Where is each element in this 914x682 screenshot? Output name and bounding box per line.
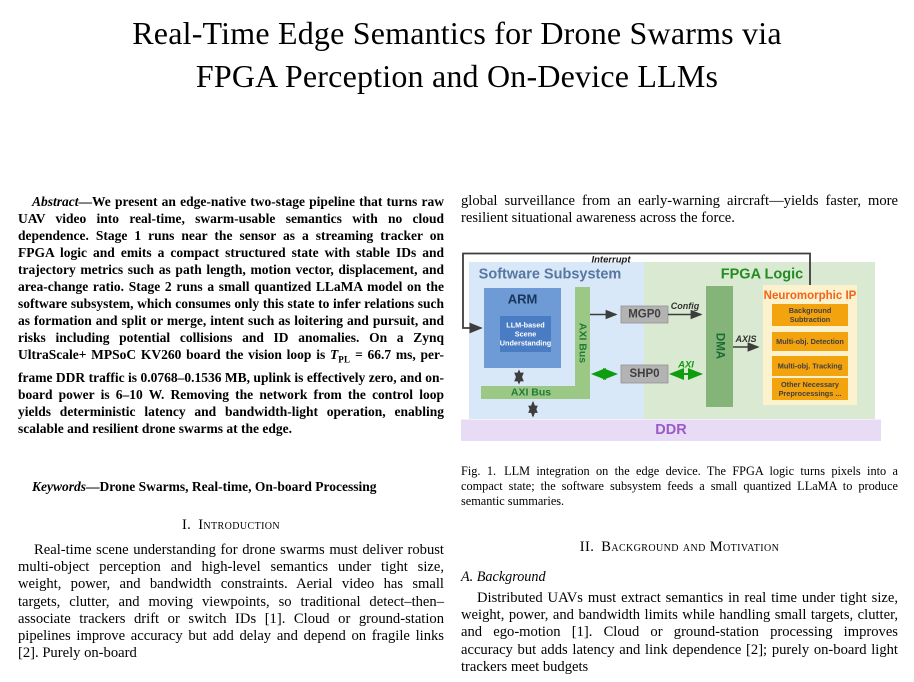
math-variable-T: T: [329, 347, 339, 362]
right-column: global surveillance from an early-warnin…: [461, 193, 898, 682]
keywords-dash: —: [86, 479, 100, 494]
multi-obj-tracking-block: [772, 356, 848, 376]
section-heading-background: II. Background and Motivation: [461, 539, 898, 556]
arm-label: ARM: [508, 292, 538, 307]
background-subtraction-block: [772, 304, 848, 326]
intro-heading-number: I.: [181, 517, 192, 533]
background-subtraction-line1: Background: [789, 306, 832, 315]
dma-block: [706, 286, 733, 407]
other-preprocessing-line2: Preprocessings ...: [779, 389, 842, 398]
llm-label-line3: Understanding: [500, 339, 552, 348]
background-heading-number: II.: [579, 539, 595, 555]
intro-heading-text: Introduction: [198, 517, 281, 533]
paper-title-line1: Real-Time Edge Semantics for Drone Swarm…: [132, 15, 782, 51]
abstract-label: Abstract: [32, 194, 79, 209]
keywords-block: Keywords—Drone Swarms, Real-time, On-boa…: [18, 478, 444, 495]
paper-title: Real-Time Edge Semantics for Drone Swarm…: [0, 12, 914, 98]
config-label: Config: [671, 301, 700, 311]
axi-bus-vertical-label: AXI Bus: [577, 323, 589, 363]
section-heading-introduction: I. Introduction: [18, 517, 444, 534]
intro-heading: I. Introduction: [18, 517, 444, 534]
background-heading: II. Background and Motivation: [461, 539, 898, 556]
interrupt-line: [462, 252, 811, 334]
shp0-block: [620, 364, 669, 384]
llm-label-line1: LLM-based: [506, 321, 545, 330]
other-preprocessing-block: [772, 378, 848, 400]
axi-bus-vertical-bar: [575, 287, 590, 399]
left-column: Abstract—We present an edge-native two-s…: [18, 193, 444, 682]
abstract-dash: —: [78, 194, 93, 209]
math-subscript-PL: PL: [338, 354, 351, 365]
axi-label: AXI: [677, 360, 694, 371]
llm-label-line2: Scene: [515, 330, 537, 339]
background-paragraph: Distributed UAVs must extract semantics …: [461, 590, 898, 675]
background-subtraction-line2: Subtraction: [790, 315, 831, 324]
axi-bus-horizontal-label: AXI Bus: [511, 387, 551, 399]
right-column-continuation: global surveillance from an early-warnin…: [461, 193, 898, 227]
keywords-label: Keywords: [32, 479, 86, 494]
llm-scene-block: [500, 316, 551, 352]
multi-obj-detection-block: [772, 332, 848, 351]
background-subheading: A. Background: [461, 569, 546, 585]
dma-label: DMA: [714, 333, 726, 359]
neuromorphic-ip-title: Neuromorphic IP: [764, 290, 857, 302]
ddr-bar: [461, 419, 881, 441]
background-heading-text: Background and Motivation: [601, 539, 780, 555]
axis-label: AXIS: [734, 334, 756, 344]
multi-obj-tracking-label: Multi-obj. Tracking: [778, 362, 842, 371]
abstract-block: Abstract—We present an edge-native two-s…: [18, 193, 444, 437]
introduction-paragraph: Real-time scene understanding for drone …: [18, 542, 444, 662]
fpga-logic-title: FPGA Logic: [721, 267, 803, 283]
caption-label: Fig. 1.: [461, 464, 497, 478]
axi-bus-horizontal-bar: [481, 386, 590, 399]
ddr-label: DDR: [655, 422, 687, 438]
multi-obj-detection-label: Multi-obj. Detection: [776, 337, 844, 346]
mgp0-label: MGP0: [628, 309, 661, 321]
caption-paragraph: Fig. 1.LLM integration on the edge devic…: [461, 464, 898, 508]
figure-1-caption: Fig. 1.LLM integration on the edge devic…: [461, 464, 898, 508]
background-body: Distributed UAVs must extract semantics …: [461, 590, 898, 676]
keywords-text: Drone Swarms, Real-time, On-board Proces…: [99, 479, 377, 494]
continuation-paragraph: global surveillance from an early-warnin…: [461, 193, 898, 227]
abstract-text-pre: We present an edge-native two-stage pipe…: [18, 194, 444, 362]
figure-1-diagram: Software Subsystem FPGA Logic Interrupt …: [461, 252, 881, 441]
shp0-label: SHP0: [629, 368, 659, 380]
caption-text: LLM integration on the edge device. The …: [461, 464, 898, 508]
introduction-body: Real-time scene understanding for drone …: [18, 542, 444, 662]
subsection-heading-background: A. Background: [461, 569, 898, 586]
software-subsystem-title: Software Subsystem: [479, 267, 622, 283]
interrupt-label: Interrupt: [591, 255, 631, 266]
other-preprocessing-line1: Other Necessary: [781, 380, 840, 389]
figure-1: Software Subsystem FPGA Logic Interrupt …: [461, 252, 898, 442]
abstract-text-post: = 66.7 ms, per-frame DDR traffic is 0.07…: [18, 347, 444, 436]
paper-title-line2: FPGA Perception and On-Device LLMs: [195, 58, 719, 94]
keywords-paragraph: Keywords—Drone Swarms, Real-time, On-boa…: [18, 478, 444, 495]
abstract-paragraph: Abstract—We present an edge-native two-s…: [18, 193, 444, 437]
